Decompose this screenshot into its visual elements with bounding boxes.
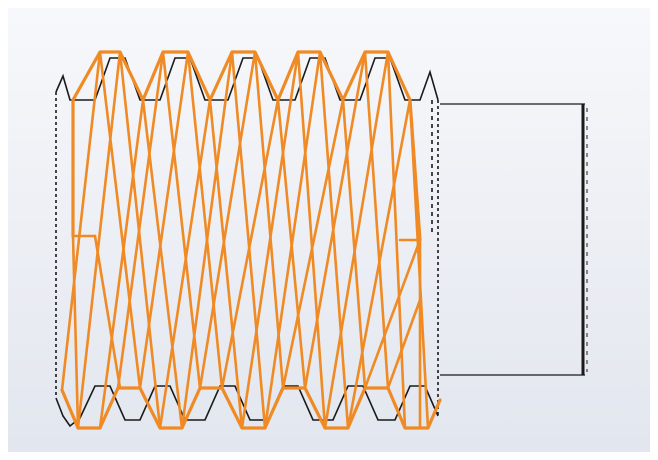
helix-top-profile bbox=[71, 50, 422, 242]
viewport-background bbox=[8, 8, 650, 452]
thread-crest-bottom bbox=[55, 385, 439, 428]
helix-bottom-profile bbox=[60, 386, 442, 430]
shaft-body[interactable] bbox=[440, 103, 588, 376]
helix-sweeps bbox=[60, 50, 430, 430]
selected-helix-edge[interactable] bbox=[60, 50, 442, 430]
